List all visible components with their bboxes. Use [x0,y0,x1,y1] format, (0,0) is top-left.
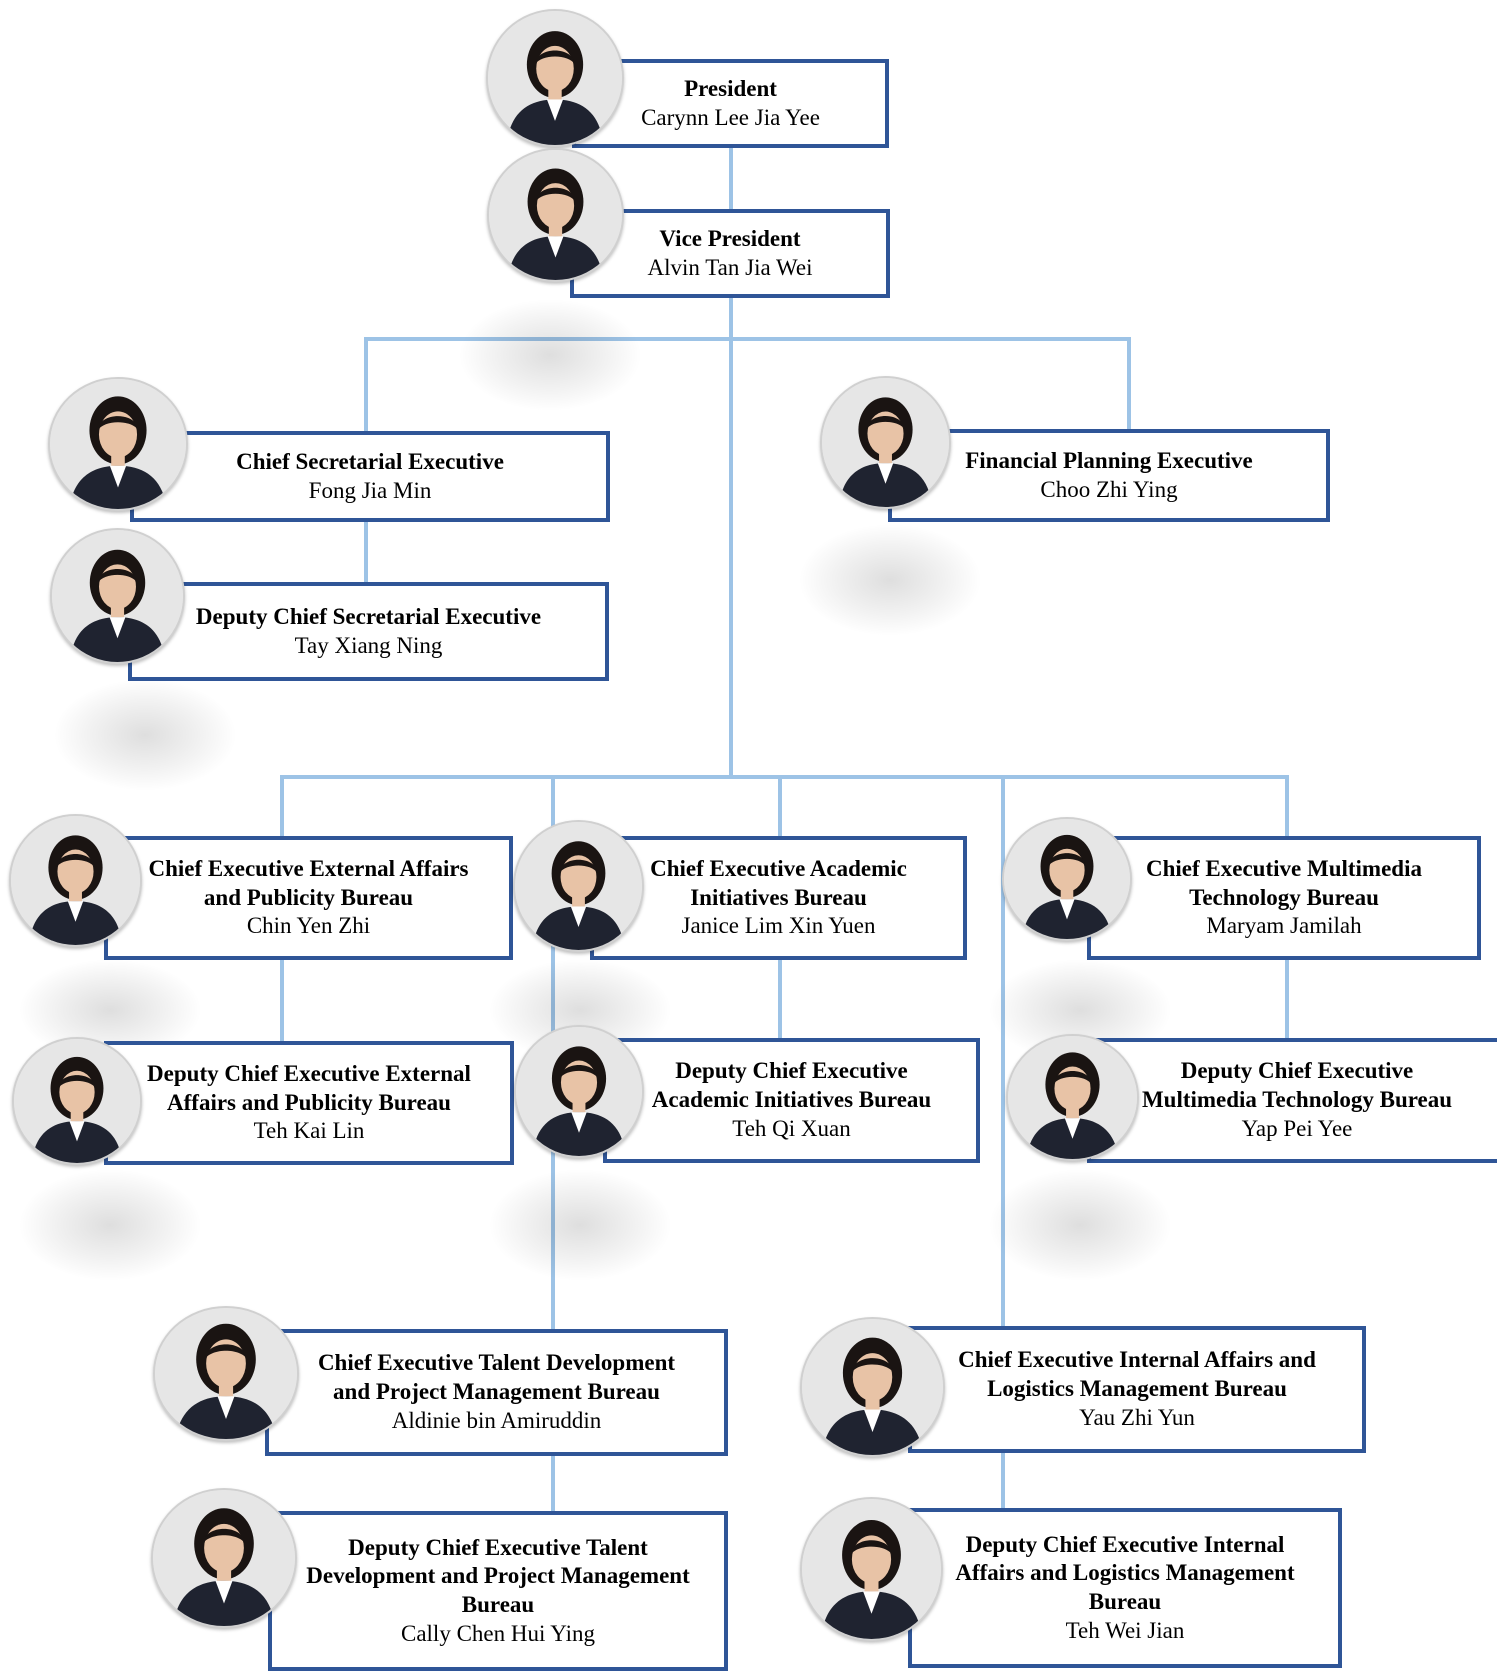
connector-line [1127,337,1131,433]
member-name: Yap Pei Yee [1241,1115,1353,1141]
photo-shadow [20,1170,200,1280]
deputy-academic-card: Deputy Chief Executive Academic Initiati… [603,1038,980,1163]
talent-card: Chief Executive Talent Development and P… [265,1329,728,1456]
deputy-multimedia-card: Deputy Chief Executive Multimedia Techno… [1087,1038,1497,1163]
photo-shadow [990,1170,1170,1280]
connector-line [778,775,782,838]
member-name: Teh Wei Jian [1065,1617,1185,1643]
role-title: Deputy Chief Secretarial Executive [195,603,542,629]
person-portrait-icon [800,1317,945,1457]
connector-line [551,1453,555,1513]
role-title: Deputy Chief Executive Multimedia Techno… [1141,1058,1453,1113]
member-name: Janice Lim Xin Yuen [681,913,876,939]
member-name: Fong Jia Min [308,477,432,503]
person-portrait-icon [820,376,951,509]
member-name: Choo Zhi Ying [1040,476,1178,502]
photo-shadow [490,1170,670,1280]
member-name: Teh Kai Lin [253,1118,365,1144]
role-title: Chief Executive Talent Development and P… [317,1350,676,1405]
role-title: Chief Executive Internal Affairs and Log… [958,1347,1316,1402]
person-portrait-icon [1006,1034,1139,1161]
connector-line [280,775,284,838]
person-portrait-icon [151,1488,297,1628]
member-name: Carynn Lee Jia Yee [641,104,820,130]
connector-line [364,337,368,433]
connector-line [1285,958,1289,1040]
deputy-talent-card: Deputy Chief Executive Talent Developmen… [268,1511,728,1671]
person-portrait-icon [486,9,624,147]
person-portrait-icon [9,814,142,947]
person-portrait-icon [48,377,188,511]
external-affairs-card: Chief Executive External Affairs and Pub… [104,836,513,960]
vice-president-card: Vice President Alvin Tan Jia Wei [570,209,890,298]
deputy-external-affairs-card: Deputy Chief Executive External Affairs … [104,1041,514,1165]
role-title: Deputy Chief Executive Talent Developmen… [306,1534,690,1618]
role-title: Chief Executive Multimedia Technology Bu… [1146,855,1422,910]
internal-affairs-card: Chief Executive Internal Affairs and Log… [908,1326,1366,1453]
member-name: Cally Chen Hui Ying [400,1620,595,1646]
role-title: President [684,75,777,101]
connector-line [364,520,368,584]
role-title: Deputy Chief Executive External Affairs … [147,1060,471,1115]
member-name: Teh Qi Xuan [732,1115,851,1141]
connector-line [729,144,733,776]
person-portrait-icon [487,148,624,282]
role-title: Chief Executive External Affairs and Pub… [148,855,469,910]
person-portrait-icon [800,1497,943,1641]
connector-line [364,337,1131,341]
president-card: President Carynn Lee Jia Yee [572,59,889,148]
connector-line [1001,1450,1005,1510]
academic-card: Chief Executive Academic Initiatives Bur… [590,836,967,960]
connector-line [280,775,1289,779]
financial-planning-card: Financial Planning Executive Choo Zhi Yi… [888,429,1330,522]
connector-line [280,958,284,1043]
connector-line [1285,775,1289,838]
member-name: Tay Xiang Ning [294,632,443,658]
member-name: Maryam Jamilah [1206,913,1362,939]
deputy-secretarial-card: Deputy Chief Secretarial Executive Tay X… [128,582,609,681]
role-title: Vice President [659,225,801,251]
role-title: Financial Planning Executive [965,447,1253,473]
member-name: Aldinie bin Amiruddin [391,1407,602,1433]
multimedia-card: Chief Executive Multimedia Technology Bu… [1087,836,1481,960]
role-title: Chief Secretarial Executive [236,448,504,474]
person-portrait-icon [153,1306,299,1441]
photo-shadow [460,300,640,410]
member-name: Yau Zhi Yun [1079,1404,1195,1430]
photo-shadow [800,525,980,635]
role-title: Deputy Chief Executive Academic Initiati… [651,1058,932,1113]
member-name: Alvin Tan Jia Wei [647,254,813,280]
member-name: Chin Yen Zhi [246,913,371,939]
connector-line [1001,775,1005,1328]
deputy-internal-affairs-card: Deputy Chief Executive Internal Affairs … [908,1508,1342,1668]
photo-shadow [55,680,235,790]
person-portrait-icon [12,1037,142,1165]
person-portrait-icon [1002,817,1132,941]
chief-secretarial-card: Chief Secretarial Executive Fong Jia Min [130,431,610,522]
person-portrait-icon [513,820,644,952]
person-portrait-icon [50,528,185,664]
role-title: Chief Executive Academic Initiatives Bur… [650,855,907,910]
connector-line [778,958,782,1040]
role-title: Deputy Chief Executive Internal Affairs … [955,1531,1295,1615]
person-portrait-icon [514,1025,644,1158]
